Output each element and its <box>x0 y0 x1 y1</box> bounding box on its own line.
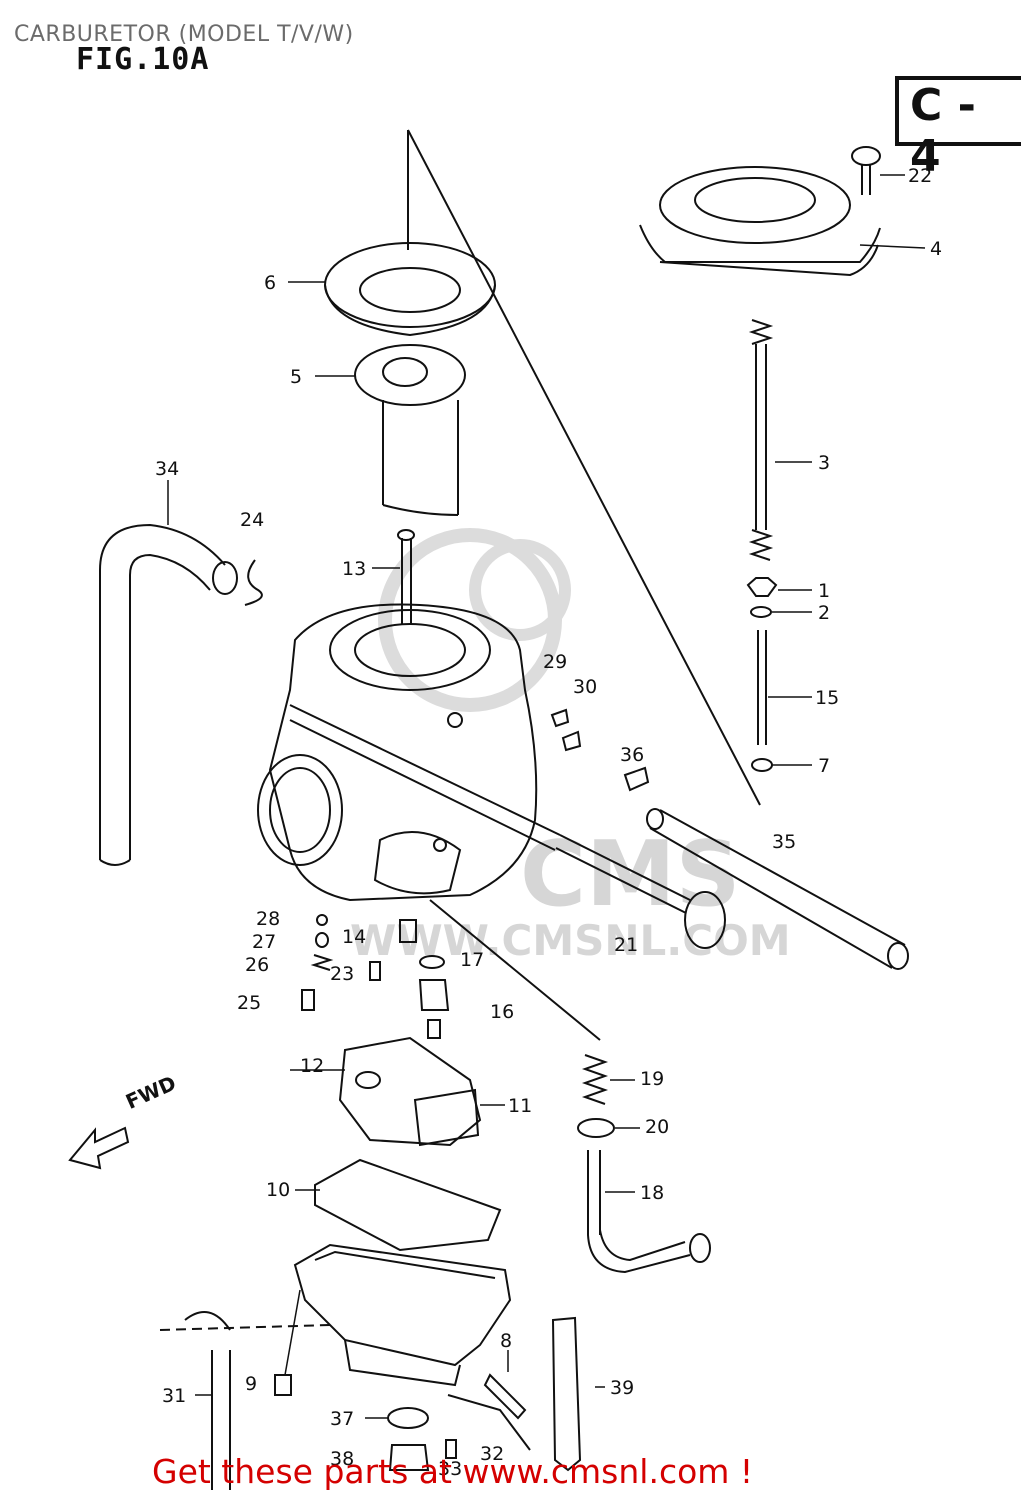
callout-17: 17 <box>460 949 484 971</box>
part-screw-22 <box>851 146 881 195</box>
part-washer-2 <box>750 606 772 618</box>
part-screw-33 <box>445 1439 457 1459</box>
callout-28: 28 <box>256 908 280 930</box>
callout-3: 3 <box>818 452 830 474</box>
part-oring-28 <box>316 914 328 926</box>
part-jet-23a <box>369 961 381 981</box>
part-spring-3 <box>748 319 774 561</box>
callout-12: 12 <box>300 1055 324 1077</box>
page-title: CARBURETOR (MODEL T/V/W) <box>14 22 354 47</box>
part-hose-31 <box>184 1311 231 1490</box>
part-screw-29 <box>550 708 570 728</box>
part-spring-19 <box>581 1054 609 1105</box>
part-rod-32 <box>447 1394 531 1451</box>
callout-29: 29 <box>543 651 567 673</box>
part-jet-16 <box>418 979 450 1011</box>
part-float-bowl <box>293 1243 512 1387</box>
part-cover <box>639 166 881 277</box>
part-spring-26 <box>310 954 334 971</box>
callout-14: 14 <box>342 926 366 948</box>
part-needle-15 <box>757 630 767 745</box>
callout-35: 35 <box>772 831 796 853</box>
callout-37: 37 <box>330 1408 354 1430</box>
part-diaphragm-6 <box>324 242 496 337</box>
callout-6: 6 <box>264 272 276 294</box>
part-gasket-10 <box>314 1158 502 1252</box>
part-screw-25 <box>301 989 315 1011</box>
callout-25: 25 <box>237 992 261 1014</box>
callout-32: 32 <box>480 1443 504 1465</box>
watermark-logo: CMS <box>520 822 740 927</box>
callout-20: 20 <box>645 1116 669 1138</box>
part-plug-38 <box>388 1444 430 1471</box>
callout-9: 9 <box>245 1373 257 1395</box>
callout-38: 38 <box>330 1448 354 1470</box>
section-code: C - 4 <box>910 80 976 182</box>
callout-26: 26 <box>245 954 269 976</box>
callout-11: 11 <box>508 1095 532 1117</box>
part-oring-37 <box>387 1407 429 1429</box>
callout-1: 1 <box>818 580 830 602</box>
callout-22: 22 <box>908 165 932 187</box>
callout-2: 2 <box>818 602 830 624</box>
part-hose-35 <box>646 808 909 970</box>
callout-31: 31 <box>162 1385 186 1407</box>
callout-5: 5 <box>290 366 302 388</box>
part-screw-9 <box>274 1374 292 1396</box>
part-bracket-39 <box>551 1316 582 1472</box>
part-nut-1 <box>746 577 778 597</box>
part-jet-14 <box>399 919 417 943</box>
callouts: 1 2 3 4 5 6 7 8 9 10 11 12 13 14 15 16 1… <box>155 165 942 1480</box>
part-oring-17 <box>419 955 445 969</box>
part-screw-8 <box>483 1373 527 1420</box>
part-clip-7 <box>751 758 773 772</box>
part-screw-30 <box>561 730 582 752</box>
part-clamp-24 <box>244 559 263 606</box>
part-piston-5 <box>354 344 466 516</box>
callout-15: 15 <box>815 687 839 709</box>
callout-7: 7 <box>818 755 830 777</box>
callout-27: 27 <box>252 931 276 953</box>
callout-36: 36 <box>620 744 644 766</box>
callout-23a: 23 <box>330 963 354 985</box>
part-clip-36 <box>623 766 650 792</box>
section-box <box>895 76 1021 146</box>
callout-18: 18 <box>640 1182 664 1204</box>
part-adjuster-21 <box>555 834 726 949</box>
callout-10: 10 <box>266 1179 290 1201</box>
callout-16: 16 <box>490 1001 514 1023</box>
callout-4: 4 <box>930 238 942 260</box>
callout-8: 8 <box>500 1330 512 1352</box>
callout-leaders <box>167 174 926 1419</box>
part-washer-27 <box>315 932 329 948</box>
cta-link[interactable]: Get these parts at www.cmsnl.com ! <box>152 1452 754 1491</box>
watermark: CMS WWW.CMSNL.COM <box>350 528 791 965</box>
callout-34: 34 <box>155 458 179 480</box>
part-tube-34 <box>99 523 238 866</box>
line-art <box>68 129 909 1490</box>
part-float-11 <box>338 1036 482 1147</box>
figure-label: FIG.10A <box>76 42 210 77</box>
callout-21: 21 <box>614 934 638 956</box>
callout-39: 39 <box>610 1377 634 1399</box>
part-carburetor-body <box>257 603 561 902</box>
part-washer-20 <box>577 1118 615 1138</box>
callout-33: 33 <box>438 1458 462 1480</box>
callout-24: 24 <box>240 509 264 531</box>
callout-13: 13 <box>342 558 366 580</box>
callout-19: 19 <box>640 1068 664 1090</box>
part-screw-18 <box>587 1150 711 1274</box>
fwd-arrow-icon <box>68 1126 130 1170</box>
part-jet-16b <box>427 1019 441 1039</box>
callout-30: 30 <box>573 676 597 698</box>
